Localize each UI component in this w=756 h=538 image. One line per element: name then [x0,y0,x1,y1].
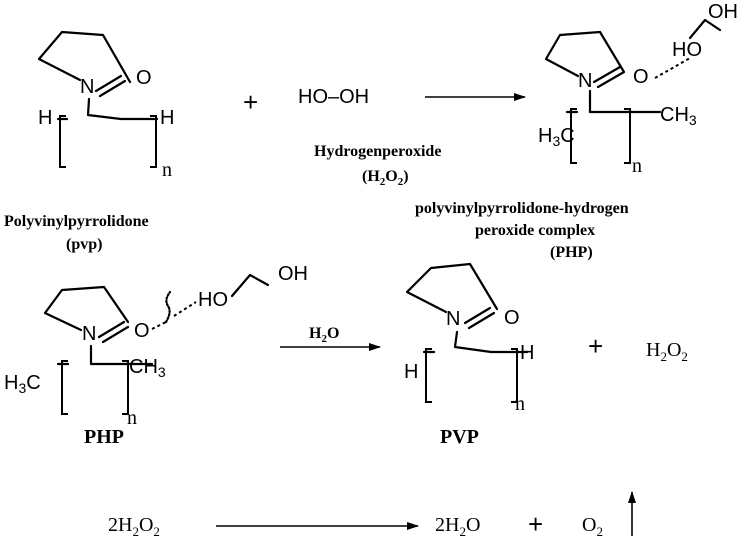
decomposition-water: 2H2O [435,514,480,538]
php2-peroxide-oh: OH [278,263,308,285]
php-label: PHP [84,426,124,448]
water-reagent: H2O [309,325,339,345]
pvp2-repeat-n: n [515,393,525,415]
pvp-h-right: H [160,107,174,129]
hydrogen-peroxide-name: Hydrogenperoxide [314,143,441,160]
pvp2-oxygen: O [504,307,520,329]
php-nitrogen: N [578,70,592,92]
pvp-repeat-n: n [162,159,172,181]
plus-sign-1: + [243,87,258,117]
php-structure: N O HO OH H3C CH3 n [538,1,738,177]
plus-sign-2: + [588,331,603,361]
php2-methyl-left: H3C [4,372,41,396]
php2-peroxide-ho: HO [198,289,228,311]
hydrogen-peroxide-formula: HO–OH [298,86,369,108]
php-name-line1: polyvinylpyrrolidone-hydrogen [415,200,629,217]
php2-carbonyl-oxygen: O [134,320,150,342]
php2-nitrogen: N [82,323,96,345]
decomposition-oxygen: O2 [582,514,603,538]
php-methyl-left: H3C [538,125,575,149]
php-name-line2: peroxide complex [475,222,595,239]
pvp-label: PVP [440,426,479,448]
pvp2-h-left: H [404,361,418,383]
php-peroxide-ho: HO [672,39,702,61]
pvp-structure: N O H H n [37,30,174,181]
php-peroxide-oh: OH [708,1,738,23]
php-carbonyl-oxygen: O [633,66,649,88]
pvp-structure-2: N O H H n [404,262,534,415]
hydrogen-peroxide-product: H2O2 [646,339,688,364]
pvp-nitrogen: N [80,76,94,98]
pvp2-nitrogen: N [446,308,460,330]
php-repeat-n: n [632,155,642,177]
php-abbr: (PHP) [550,244,593,261]
php2-methyl-right: CH3 [129,356,166,380]
decomposition-reactant: 2H2O2 [108,514,160,538]
pvp-h-left: H [38,107,52,129]
hydrogen-peroxide-abbr: (H2O2) [362,168,409,188]
plus-sign-3: + [528,509,543,538]
pvp-oxygen: O [136,67,152,89]
pvp-name: Polyvinylpyrrolidone [4,213,149,230]
php2-repeat-n: n [127,407,137,429]
php-structure-2: N O HO OH H3C CH3 n [4,263,308,429]
php-methyl-right: CH3 [660,104,697,128]
pvp-abbr: (pvp) [66,236,102,253]
pvp2-h-right: H [520,342,534,364]
